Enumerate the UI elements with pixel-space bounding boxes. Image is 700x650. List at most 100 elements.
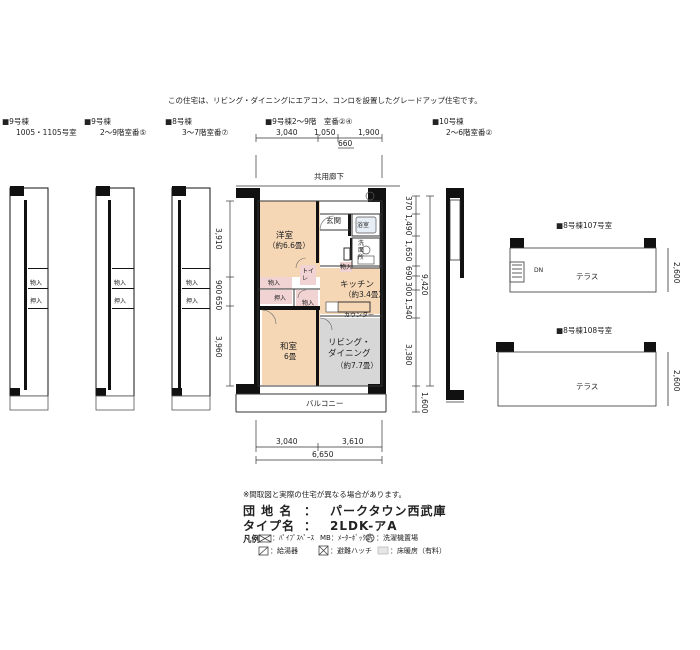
disclaimer: ※間取図と実際の住宅が異なる場合があります。 xyxy=(243,490,407,499)
legend-pipe-space: ：ﾊﾟｲﾌﾟｽﾍﾟｰｽ xyxy=(272,534,314,542)
v3-kura: 物入 xyxy=(186,280,199,287)
bottom-dim-2: 3,610 xyxy=(342,437,364,446)
legend-floor-heating: ：床暖房（有料） xyxy=(390,547,446,555)
right-total-dim: 9,420 xyxy=(420,274,429,296)
variant-rooms-5: 2～6階室番② xyxy=(446,128,493,137)
legend-washer-mark: 洗 xyxy=(367,535,374,542)
legend-water-heater: ：給湯器 xyxy=(270,547,298,555)
right-dim-7: 3,380 xyxy=(404,344,413,366)
storage-fill-2 xyxy=(296,290,318,306)
unit-107-terrace: テラス xyxy=(576,272,599,281)
western-room-label: 洋室 xyxy=(276,231,294,241)
washer-space xyxy=(357,255,375,265)
japanese-room-size: 6畳 xyxy=(284,352,297,361)
left-dim-4: 3,960 xyxy=(214,336,223,358)
closet-small-fill xyxy=(340,262,352,272)
variant-rooms-1: 1005・1105号室 xyxy=(16,128,77,137)
complex-colon: ： xyxy=(304,504,318,518)
storage-fill-1 xyxy=(258,277,292,289)
v3-oshi: 押入 xyxy=(186,298,199,305)
unit-107-dim: 2,600 xyxy=(672,262,681,284)
bath-label: 浴室 xyxy=(357,222,370,229)
variant-title-1: ■9号棟 xyxy=(2,117,29,126)
entrance-label: 玄関 xyxy=(326,216,341,225)
living-room-fill xyxy=(320,318,382,386)
legend-washer: ：洗濯機置場 xyxy=(376,534,418,542)
variant-strip-1 xyxy=(9,187,49,397)
western-room-size: （約6.6畳） xyxy=(268,241,310,250)
oshiire-fill xyxy=(258,290,292,304)
right-dim-1: 370 xyxy=(404,196,413,211)
legend-symbols xyxy=(258,533,389,556)
right-dim-2: 1,490 xyxy=(404,214,413,236)
counter-label: カウンター xyxy=(344,312,375,319)
door-arcs xyxy=(261,215,335,331)
top-dim-2: 1,050 xyxy=(314,128,336,137)
variant1-column xyxy=(10,186,24,196)
left-dim-2: 900 xyxy=(214,280,223,295)
variant-rooms-2: 2～9階室番⑤ xyxy=(100,128,147,137)
v2-oshi: 押入 xyxy=(114,298,127,305)
kitchen-size: （約3.4畳） xyxy=(344,290,386,299)
legend-title: 凡例 xyxy=(243,535,261,545)
storage-label-1: 物入 xyxy=(268,280,281,287)
top-dim-1: 3,040 xyxy=(276,128,298,137)
unit-107 xyxy=(509,238,669,293)
bottom-dim-total: 6,650 xyxy=(312,450,334,459)
type-colon: ： xyxy=(304,519,318,533)
corridor-label: 共用廊下 xyxy=(314,172,344,181)
unit-108-title: ■8号棟108号室 xyxy=(556,326,613,335)
variant-strip-2 xyxy=(95,187,135,397)
v1-kura: 物入 xyxy=(30,280,43,287)
living-label: リビング・ ダイニング xyxy=(328,338,371,359)
v2-kura: 物入 xyxy=(114,280,127,287)
legend-meter-box: MB：ﾒｰﾀｰﾎﾞｯｸｽ xyxy=(320,534,370,542)
water-heater xyxy=(365,191,375,201)
type-label: タイプ名 xyxy=(243,519,296,533)
type-value: 2LDK-アA xyxy=(330,519,398,533)
left-dim-3: 650 xyxy=(214,296,223,311)
right-dim-5: 300 xyxy=(404,282,413,297)
washbasin xyxy=(361,245,371,255)
legend-escape-hatch: ：避難ハッチ xyxy=(330,547,372,555)
oshiire-label: 押入 xyxy=(274,295,287,302)
closet-small-label: 物入 xyxy=(340,264,353,271)
toilet-fill xyxy=(300,265,316,285)
variant-strip-3 xyxy=(171,187,211,397)
storage-label-2: 物入 xyxy=(302,300,315,307)
top-dim-4: 660 xyxy=(338,139,353,148)
japanese-room-fill xyxy=(262,310,320,385)
right-dim-8: 1,600 xyxy=(420,392,429,414)
toilet-label: トイ レ xyxy=(302,268,315,282)
japanese-room-label: 和室 xyxy=(280,342,298,352)
right-dim-3: 1,650 xyxy=(404,240,413,262)
right-dimension-lines xyxy=(226,195,434,413)
dn-label: DN xyxy=(534,267,544,274)
kitchen-label: キッチン xyxy=(340,280,375,290)
balcony-label: バルコニー xyxy=(306,399,344,408)
variant-strip-5 xyxy=(446,188,464,403)
western-room-fill xyxy=(258,201,320,277)
variant-title-4: ■9号棟2～9階 室番②④ xyxy=(265,117,353,126)
complex-label: 団 地 名 xyxy=(243,504,293,518)
variant-title-5: ■10号棟 xyxy=(432,117,464,126)
bottom-dim-1: 3,040 xyxy=(276,437,298,446)
washroom-label: 洗 面 所 xyxy=(358,240,365,261)
bathtub xyxy=(355,216,377,234)
v1-oshi: 押入 xyxy=(30,298,43,305)
stove xyxy=(325,301,339,313)
top-dim-3: 1,900 xyxy=(358,128,380,137)
unit-107-title: ■8号棟107号室 xyxy=(556,221,613,230)
living-size: （約7.7畳） xyxy=(336,361,378,370)
variant-title-2: ■9号棟 xyxy=(84,117,111,126)
unit-108-terrace: テラス xyxy=(576,382,599,391)
variant-title-3: ■8号棟 xyxy=(165,117,192,126)
header-note: この住宅は、リビング・ダイニングにエアコン、コンロを設置したグレードアップ住宅で… xyxy=(168,96,482,105)
bottom-dimension-lines xyxy=(255,420,383,464)
right-dim-4: 690 xyxy=(404,266,413,281)
top-dimension-lines xyxy=(255,134,383,178)
complex-value: パークタウン西武庫 xyxy=(330,504,447,518)
unit-108-dim: 2,600 xyxy=(672,370,681,392)
left-dim-1: 3,910 xyxy=(214,228,223,250)
